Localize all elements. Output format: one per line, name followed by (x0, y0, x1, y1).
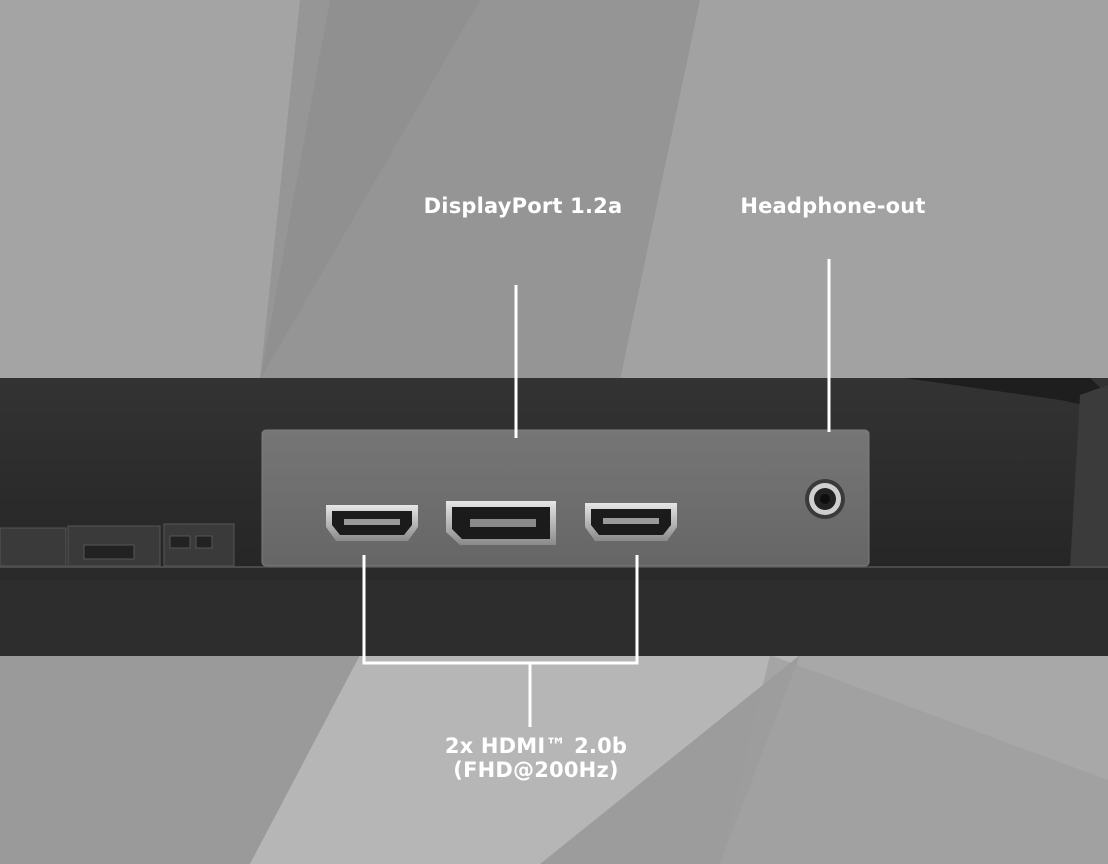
hdmi-port-icon (326, 505, 418, 541)
displayport-label: DisplayPort 1.2a (423, 194, 623, 218)
callout-lines (362, 259, 831, 727)
port-panel (261, 429, 870, 567)
hdmi-callout-bracket (362, 555, 639, 665)
hdmi-label-line1: 2x HDMI™ 2.0b (444, 734, 628, 758)
hdmi-label: 2x HDMI™ 2.0b (FHD@200Hz) (445, 734, 627, 782)
displayport-port-icon (446, 501, 556, 545)
headphone-jack-icon (805, 479, 845, 519)
left-connectors (0, 523, 235, 567)
hdmi-label-line2: (FHD@200Hz) (453, 758, 619, 782)
monitor-body (0, 378, 1108, 656)
hdmi-port-icon (585, 503, 677, 541)
headphone-label: Headphone-out (740, 194, 926, 218)
